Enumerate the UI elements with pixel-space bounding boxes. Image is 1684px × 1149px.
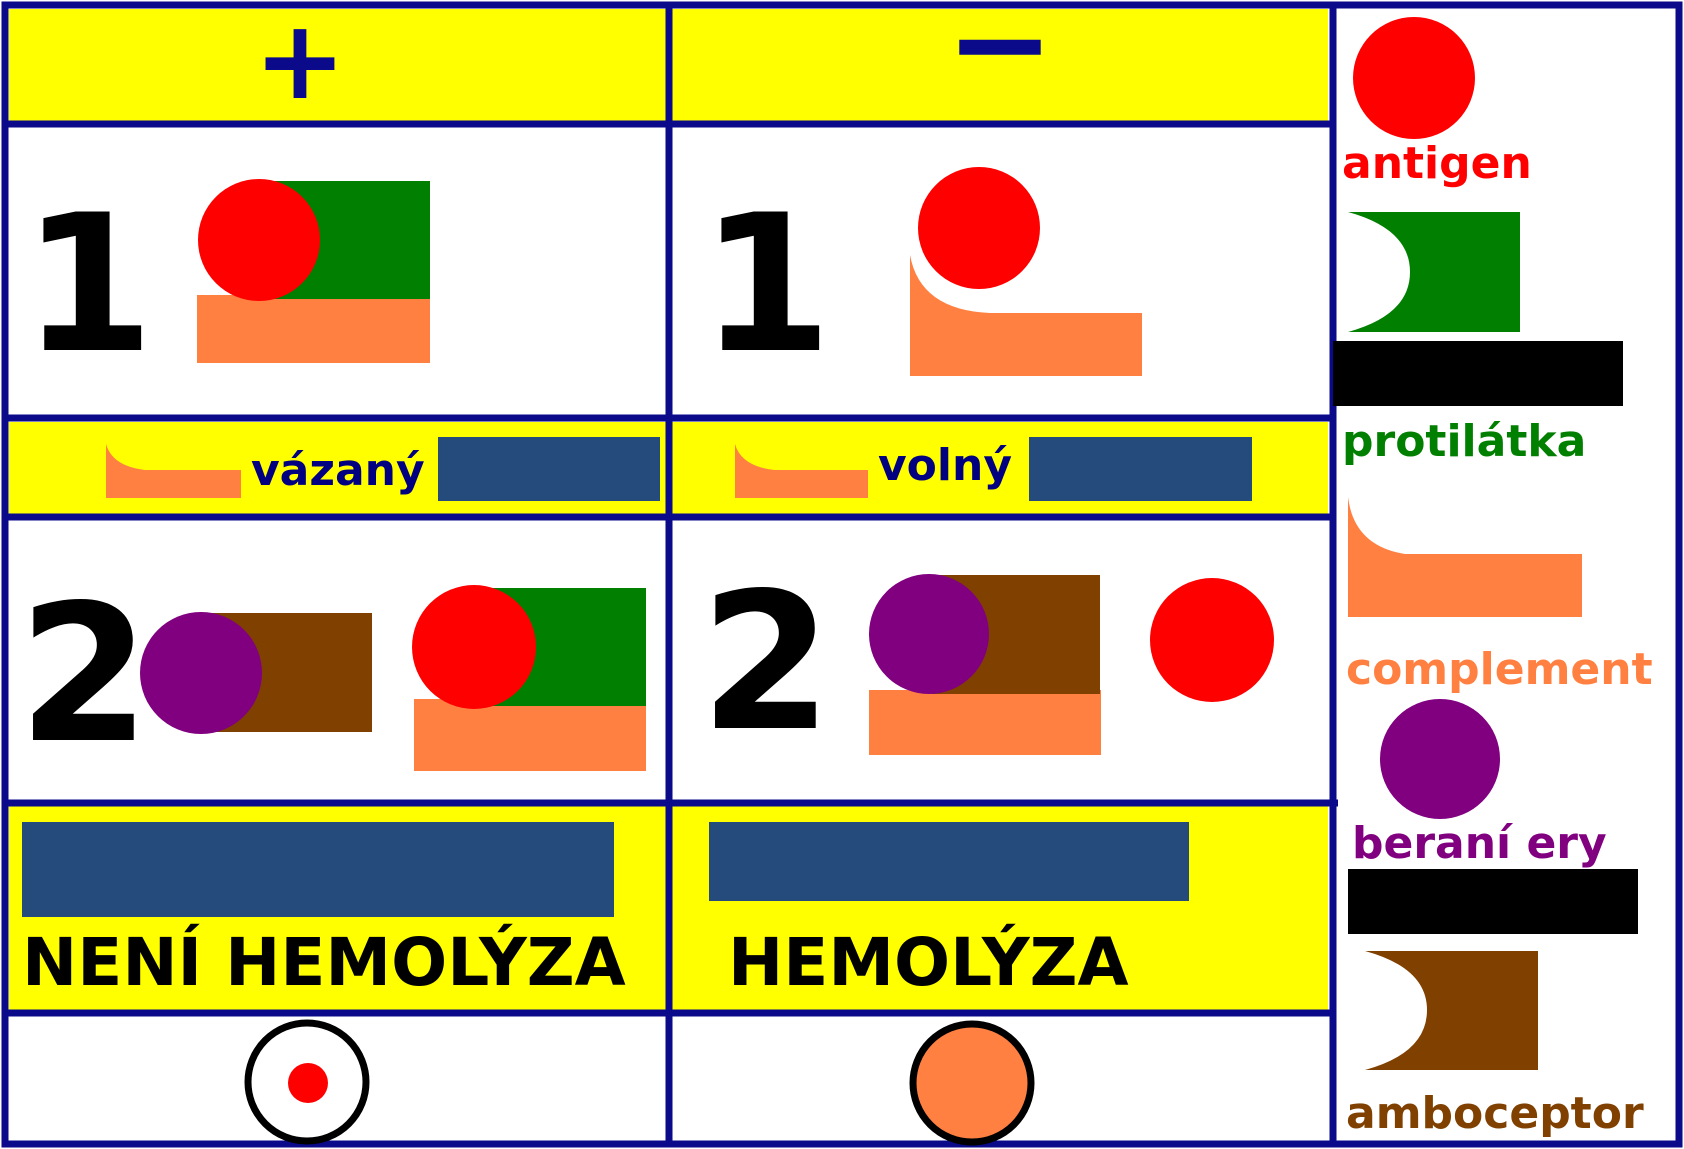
free-antigen-circle xyxy=(1150,578,1274,702)
sheep-rbc-circle xyxy=(140,612,262,734)
complement-shape xyxy=(414,699,646,771)
complex-antigen-antibody-complement xyxy=(197,179,430,363)
step-number-2-positive: 2 xyxy=(18,564,150,785)
legend-antigen-label: antigen xyxy=(1342,138,1532,189)
antigen-circle xyxy=(918,167,1040,289)
sheep-rbc-amboceptor xyxy=(140,612,372,734)
no-hemolysis-sediment xyxy=(248,1023,366,1141)
rbc-sediment-dot xyxy=(288,1063,328,1103)
free-label: volný xyxy=(878,440,1012,491)
antigen-circle xyxy=(198,179,320,301)
sheep-rbc-circle xyxy=(869,574,989,694)
complex-sheep-rbc-amboceptor-complement xyxy=(869,574,1101,755)
legend-complement-label: complement xyxy=(1346,644,1653,695)
complex-antigen-antibody-complement xyxy=(412,585,646,771)
step-number-2-negative: 2 xyxy=(700,552,832,773)
hemolysis-circle xyxy=(913,1024,1031,1142)
step-number-1-positive: 1 xyxy=(22,174,154,395)
legend-antibody-label: protilátka xyxy=(1342,416,1586,467)
complement-shape xyxy=(197,295,430,363)
negative-symbol: − xyxy=(946,0,1055,119)
result-text-negative: HEMOLÝZA xyxy=(728,923,1129,1001)
antigen-circle xyxy=(412,585,536,709)
redacted-result-positive xyxy=(22,822,614,917)
legend-sheep-rbc-label: beraní ery xyxy=(1352,818,1607,869)
bound-label: vázaný xyxy=(251,445,425,496)
redacted-bound xyxy=(438,437,660,501)
complement-shape xyxy=(869,690,1101,755)
legend-sheep-rbc-icon xyxy=(1380,699,1500,819)
legend-antigen-icon xyxy=(1353,17,1475,139)
redacted-free xyxy=(1029,437,1252,501)
step-number-1-negative: 1 xyxy=(700,174,832,395)
redacted-result-negative xyxy=(709,822,1189,901)
redacted-legend-black xyxy=(1348,869,1638,934)
positive-symbol: + xyxy=(254,0,346,124)
result-text-positive: NENÍ HEMOLÝZA xyxy=(22,923,626,1001)
redacted-legend-black xyxy=(1333,341,1623,406)
legend-amboceptor-label: amboceptor xyxy=(1346,1088,1644,1139)
